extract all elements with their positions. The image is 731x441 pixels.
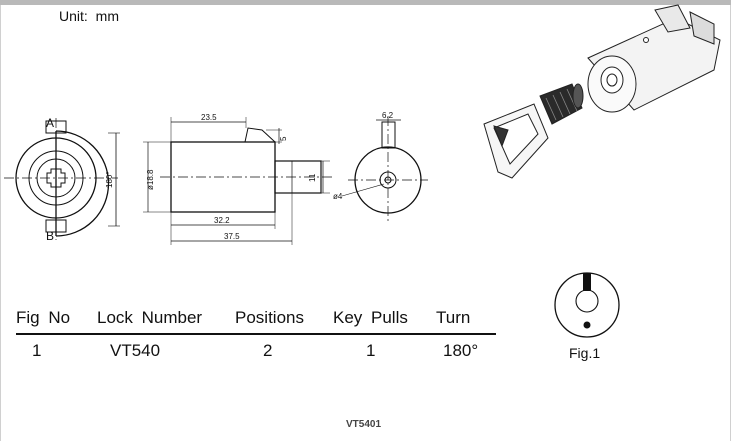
rear-dim-hole: ø4	[333, 192, 343, 201]
front-label-a: A	[46, 116, 54, 130]
side-view	[143, 117, 332, 245]
cell-lock-number: VT540	[110, 341, 161, 360]
top-bar	[0, 0, 731, 5]
header-fig-no: Fig No	[16, 308, 71, 327]
unit-label: Unit: mm	[59, 8, 119, 24]
header-key-pulls: Key Pulls	[333, 308, 408, 327]
lock-and-key-illustration	[483, 4, 721, 179]
cell-turn: 180°	[443, 341, 479, 360]
fig-1-diagram	[554, 272, 620, 338]
side-dim-diameter: ø18.8	[146, 169, 155, 190]
product-code: VT5401	[346, 419, 382, 430]
side-dim-top: 23.5	[201, 113, 217, 122]
header-turn: Turn	[436, 308, 471, 327]
cell-key-pulls: 1	[366, 341, 376, 360]
rear-view	[341, 116, 428, 222]
cell-fig-no: 1	[32, 341, 42, 360]
front-view	[4, 118, 120, 240]
side-dim-mid: 32.2	[214, 216, 230, 225]
figure-caption: Fig.1	[569, 345, 601, 361]
side-dim-notch: 5	[279, 136, 288, 141]
side-dim-stem: 11	[308, 173, 317, 182]
rear-dim-tab: 6.2	[382, 111, 394, 120]
front-angle-label: 180°	[105, 171, 114, 188]
header-positions: Positions	[235, 308, 304, 327]
frame-left-border	[0, 5, 1, 441]
table-rule	[16, 333, 496, 335]
front-label-b: B	[46, 229, 54, 243]
cell-positions: 2	[263, 341, 273, 360]
side-dim-overall: 37.5	[224, 232, 240, 241]
header-lock-number: Lock Number	[97, 308, 203, 327]
